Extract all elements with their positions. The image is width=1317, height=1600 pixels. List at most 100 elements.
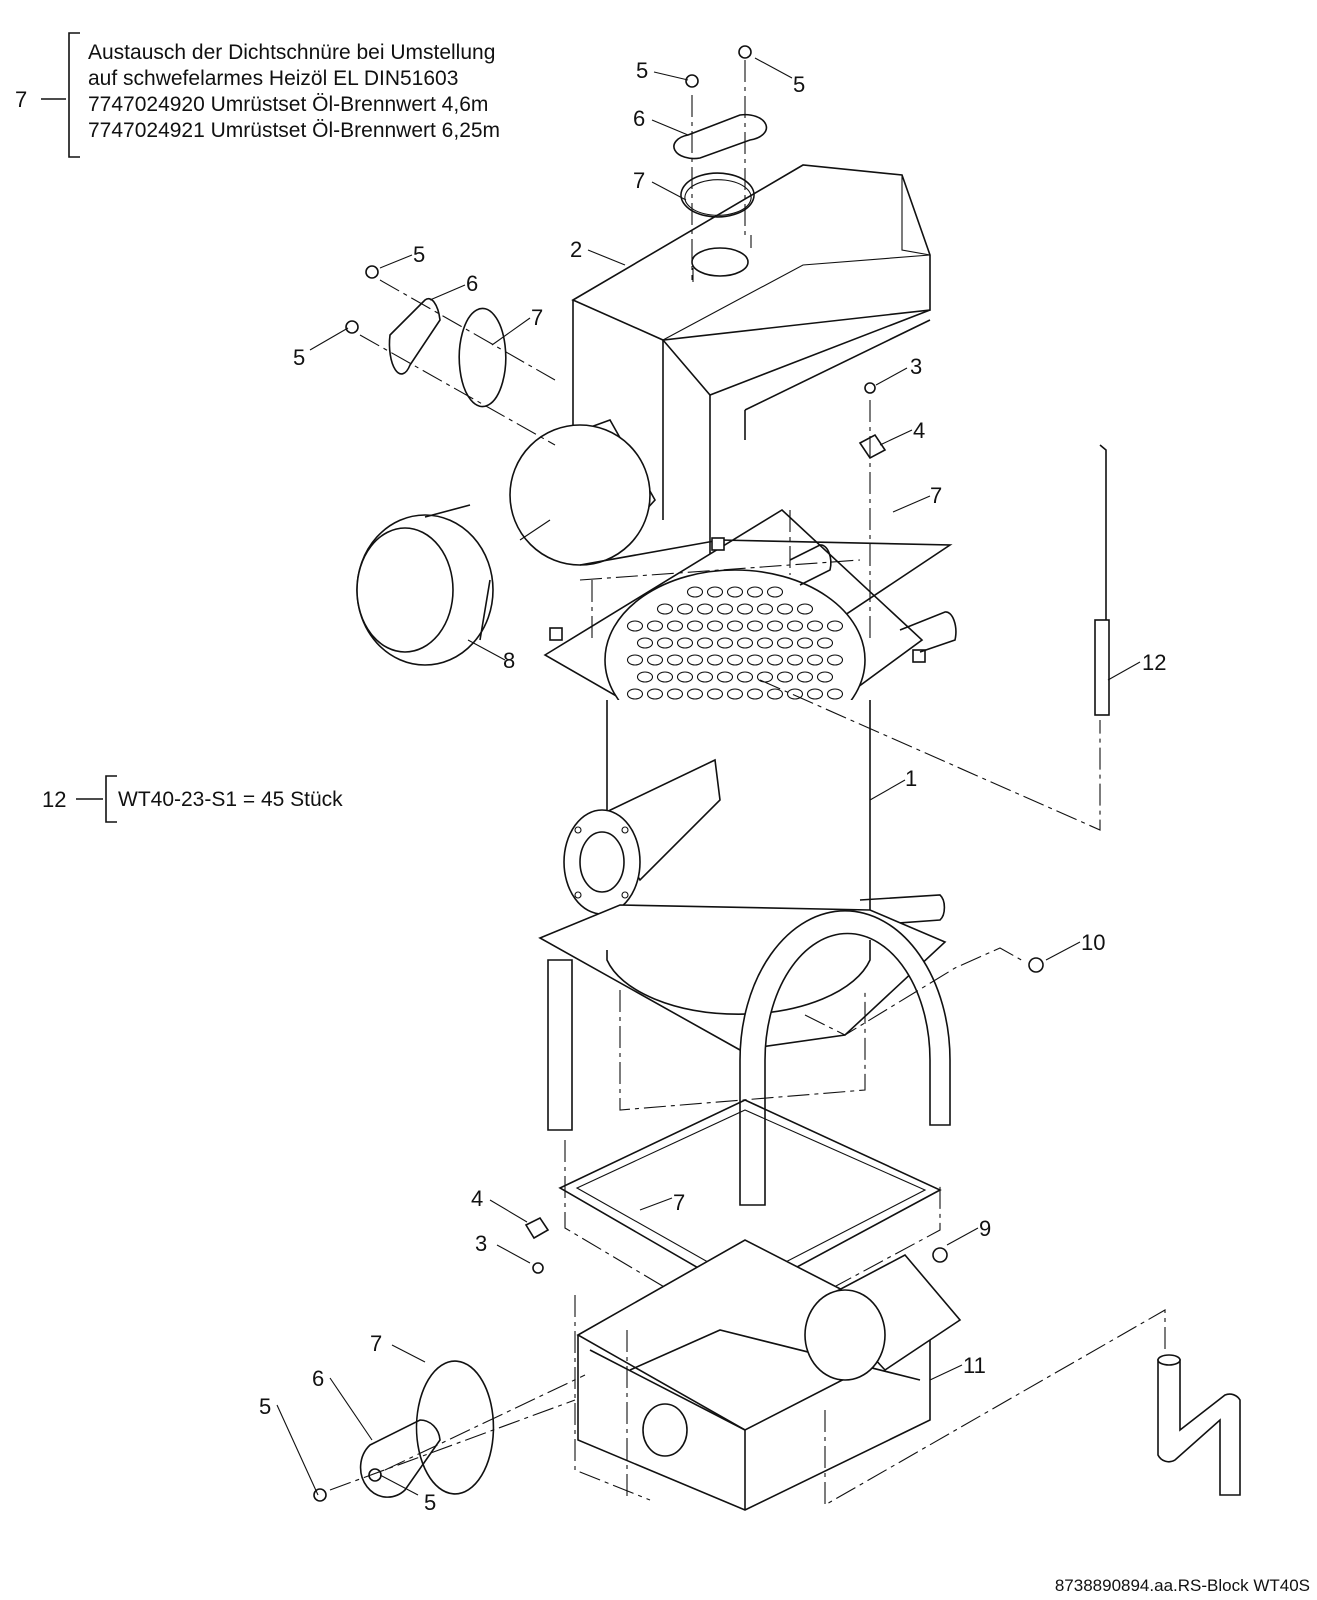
tube-hole xyxy=(696,671,714,683)
note-line-4: 7747024921 Umrüstset Öl-Brennwert 6,25m xyxy=(88,119,500,142)
callout-11: 11 xyxy=(963,1353,986,1378)
flue-baffle-tube xyxy=(1094,444,1110,716)
seal-replacement-note: 7 Austausch der Dichtschnüre bei Umstell… xyxy=(15,32,500,158)
callout-4b: 4 xyxy=(471,1186,483,1211)
tube-hole xyxy=(716,603,734,615)
callout-5c: 5 xyxy=(413,242,425,267)
tube-hole xyxy=(636,637,654,649)
tube-hole xyxy=(746,654,764,666)
tube-hole xyxy=(756,671,774,683)
tube-hole xyxy=(686,654,704,666)
note-line-2: auf schwefelarmes Heizöl EL DIN51603 xyxy=(88,67,458,90)
callout-6b: 6 xyxy=(466,271,478,296)
tube-hole xyxy=(696,637,714,649)
tube-hole xyxy=(766,620,784,632)
tube-hole xyxy=(806,620,824,632)
bolt-right xyxy=(912,649,926,663)
heat-exchanger-shell xyxy=(538,700,947,1051)
inspection-covers xyxy=(356,113,768,1498)
callout-5e: 5 xyxy=(259,1394,271,1419)
tube-hole xyxy=(766,586,784,598)
tube-note-text: WT40-23-S1 = 45 Stück xyxy=(118,788,343,811)
upper-flue-housing xyxy=(571,164,931,560)
callout-8: 8 xyxy=(503,648,515,673)
tube-hole xyxy=(766,688,784,700)
tube-hole xyxy=(776,603,794,615)
tube-hole xyxy=(746,586,764,598)
tube-hole xyxy=(716,671,734,683)
tube-hole xyxy=(796,637,814,649)
tube-hole xyxy=(706,688,724,700)
callout-6a: 6 xyxy=(633,106,645,131)
tube-hole xyxy=(826,654,844,666)
tube-hole xyxy=(806,654,824,666)
tube-hole xyxy=(786,654,804,666)
tube-hole xyxy=(636,671,654,683)
tube-hole xyxy=(656,671,674,683)
tube-hole xyxy=(726,654,744,666)
tube-count-note: 12 WT40-23-S1 = 45 Stück xyxy=(42,775,343,823)
fasteners xyxy=(313,45,1044,1502)
tube-hole xyxy=(736,603,754,615)
tube-hole xyxy=(816,637,834,649)
tube-hole xyxy=(796,603,814,615)
callout-leaders xyxy=(276,57,1141,1496)
note-line-3: 7747024920 Umrüstset Öl-Brennwert 4,6m xyxy=(88,93,488,116)
tube-hole xyxy=(656,637,674,649)
flue-outlet-cylinder xyxy=(509,419,656,566)
u-support-tube xyxy=(547,910,951,1206)
tube-hole xyxy=(716,637,734,649)
callout-6c: 6 xyxy=(312,1366,324,1391)
tube-hole xyxy=(736,671,754,683)
bolt-back xyxy=(711,537,725,551)
tube-hole xyxy=(646,620,664,632)
tube-hole xyxy=(646,654,664,666)
tube-hole xyxy=(726,688,744,700)
callout-12: 12 xyxy=(1142,650,1166,675)
tube-hole xyxy=(796,671,814,683)
tube-hole xyxy=(776,671,794,683)
condensate-tray xyxy=(576,1239,962,1511)
callout-7a: 7 xyxy=(633,168,645,193)
callout-5f: 5 xyxy=(424,1490,436,1515)
callout-3b: 3 xyxy=(475,1231,487,1256)
tube-hole xyxy=(676,637,694,649)
tube-hole xyxy=(726,586,744,598)
tube-hole xyxy=(706,620,724,632)
tube-hole xyxy=(706,586,724,598)
tube-hole xyxy=(626,654,644,666)
tube-hole xyxy=(686,688,704,700)
assembly-axes xyxy=(329,60,1166,1506)
tube-hole xyxy=(736,637,754,649)
tube-hole xyxy=(626,620,644,632)
tube-hole xyxy=(816,671,834,683)
note-line-1: Austausch der Dichtschnüre bei Umstellun… xyxy=(88,41,495,64)
tube-hole xyxy=(786,620,804,632)
callout-7e: 7 xyxy=(370,1331,382,1356)
tube-hole xyxy=(666,620,684,632)
callout-5a: 5 xyxy=(636,58,648,83)
callout-3a: 3 xyxy=(910,354,922,379)
tube-hole xyxy=(826,620,844,632)
drawing-reference: 8738890894.aa.RS-Block WT40S xyxy=(1055,1576,1310,1595)
tube-hole xyxy=(826,688,844,700)
tube-hole xyxy=(706,654,724,666)
tube-hole xyxy=(676,603,694,615)
tube-hole xyxy=(646,688,664,700)
tube-hole xyxy=(686,620,704,632)
tube-hole xyxy=(666,654,684,666)
callout-numbers: 5 5 6 7 2 5 6 7 5 3 4 7 8 12 1 10 4 7 3 … xyxy=(259,58,1166,1515)
tube-hole xyxy=(726,620,744,632)
callout-1: 1 xyxy=(905,766,917,791)
tube-hole xyxy=(626,688,644,700)
tube-hole xyxy=(766,654,784,666)
callout-4a: 4 xyxy=(913,418,925,443)
tube-hole xyxy=(756,637,774,649)
tube-hole xyxy=(696,603,714,615)
callout-9: 9 xyxy=(979,1216,991,1241)
siphon-tube xyxy=(1157,1354,1241,1496)
tube-hole xyxy=(746,620,764,632)
callout-5b: 5 xyxy=(793,72,805,97)
tube-hole xyxy=(776,637,794,649)
